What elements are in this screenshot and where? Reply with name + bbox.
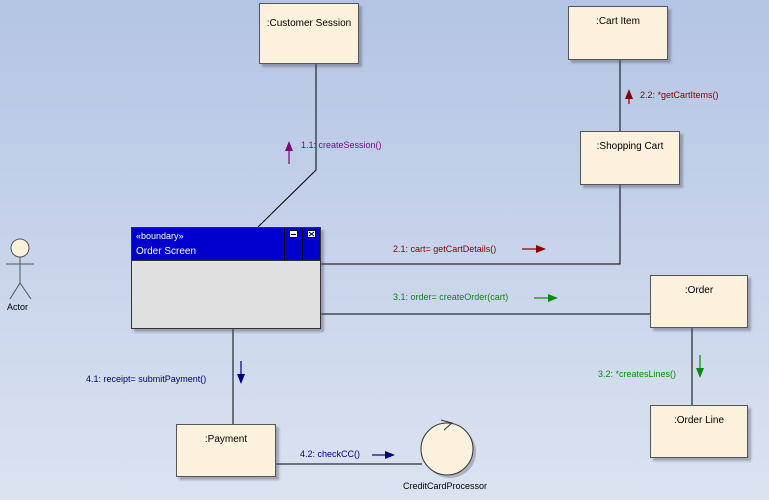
control-label: CreditCardProcessor bbox=[403, 481, 488, 491]
message-1-1: 1.1: createSession() bbox=[301, 140, 382, 150]
boundary-name: Order Screen bbox=[136, 246, 197, 257]
shopping-cart-object[interactable]: :Shopping Cart bbox=[580, 131, 680, 185]
object-label: :Customer Session bbox=[266, 18, 352, 29]
object-label: :Payment bbox=[204, 434, 248, 445]
arrow-3-2 bbox=[696, 355, 704, 378]
object-label: :Order Line bbox=[673, 415, 725, 426]
minimize-icon bbox=[289, 230, 298, 238]
message-4-1: 4.1: receipt= submitPayment() bbox=[86, 374, 207, 384]
arrow-4-2 bbox=[372, 451, 395, 459]
minimize-button[interactable] bbox=[284, 228, 302, 260]
actor-left-leg bbox=[9, 282, 21, 300]
message-3-1: 3.1: order= createOrder(cart) bbox=[393, 292, 509, 302]
arrow-4-1 bbox=[237, 361, 245, 384]
close-button[interactable] bbox=[302, 228, 320, 260]
order-screen-boundary[interactable]: «boundary» Order Screen bbox=[131, 227, 321, 329]
object-label: :Shopping Cart bbox=[596, 141, 664, 152]
arrow-3-1 bbox=[534, 294, 558, 302]
message-3-2: 3.2: *createsLines() bbox=[598, 369, 677, 379]
control-object[interactable] bbox=[420, 419, 476, 478]
arrow-2-1 bbox=[522, 245, 546, 253]
actor-figure[interactable] bbox=[6, 238, 34, 300]
order-line-object[interactable]: :Order Line bbox=[650, 405, 748, 458]
boundary-stereotype: «boundary» bbox=[136, 231, 184, 241]
message-2-2: 2.2: *getCartItems() bbox=[640, 90, 719, 100]
cart-item-object[interactable]: :Cart Item bbox=[568, 6, 668, 60]
control-arrow-icon bbox=[440, 419, 454, 431]
order-object[interactable]: :Order bbox=[650, 275, 748, 328]
object-label: :Cart Item bbox=[596, 16, 640, 27]
link-shoppingcart-boundary[interactable] bbox=[321, 185, 621, 265]
arrow-1-1 bbox=[285, 141, 293, 164]
connectors bbox=[232, 60, 693, 465]
link-session-boundary[interactable] bbox=[257, 64, 317, 228]
arrow-2-2 bbox=[625, 89, 633, 104]
actor-head bbox=[10, 238, 30, 258]
message-2-1: 2.1: cart= getCartDetails() bbox=[393, 244, 497, 254]
payment-object[interactable]: :Payment bbox=[176, 424, 276, 477]
object-label: :Order bbox=[684, 285, 714, 296]
control-circle bbox=[420, 422, 474, 476]
customer-session-object[interactable]: :Customer Session bbox=[259, 3, 359, 64]
actor-right-leg bbox=[19, 282, 32, 300]
actor-label: Actor bbox=[7, 302, 29, 312]
message-arrows bbox=[237, 89, 704, 459]
message-4-2: 4.2: checkCC() bbox=[300, 449, 361, 459]
close-icon bbox=[307, 230, 316, 238]
boundary-header: «boundary» Order Screen bbox=[132, 228, 320, 261]
